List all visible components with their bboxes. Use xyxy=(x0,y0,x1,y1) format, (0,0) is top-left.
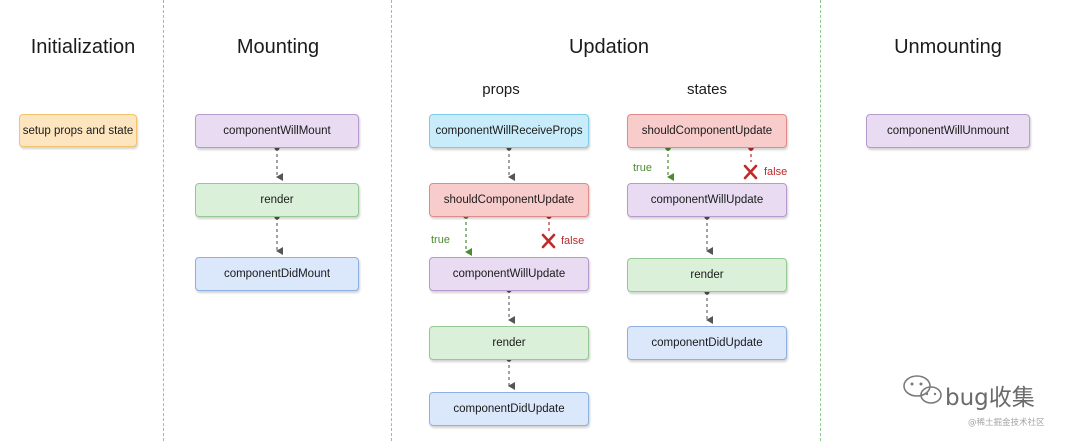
node-component-will-receive-props: componentWillReceiveProps xyxy=(429,114,589,148)
node-component-did-mount: componentDidMount xyxy=(195,257,359,291)
divider-line xyxy=(391,0,392,441)
phase-title-unmounting: Unmounting xyxy=(894,36,1002,58)
chat-icon xyxy=(903,375,942,404)
false-label: false xyxy=(561,235,585,247)
node-props-component-will-update: componentWillUpdate xyxy=(429,257,589,291)
node-states-component-did-update: componentDidUpdate xyxy=(627,326,787,360)
node-props-render: render xyxy=(429,326,589,360)
node-states-render: render xyxy=(627,258,787,292)
node-props-should-component-update: shouldComponentUpdate xyxy=(429,183,589,217)
node-component-will-mount: componentWillMount xyxy=(195,114,359,148)
phase-title-initialization: Initialization xyxy=(30,36,136,58)
true-label: true xyxy=(431,234,450,246)
subheader-states: states xyxy=(686,81,728,98)
divider-line xyxy=(163,0,164,441)
node-states-should-component-update: shouldComponentUpdate xyxy=(627,114,787,148)
phase-title-updation: Updation xyxy=(568,36,650,58)
node-setup-props-state: setup props and state xyxy=(19,114,137,147)
node-props-component-did-update: componentDidUpdate xyxy=(429,392,589,426)
watermark-source: @稀土掘金技术社区 xyxy=(968,418,1045,428)
node-states-component-will-update: componentWillUpdate xyxy=(627,183,787,217)
watermark-title: bug收集 xyxy=(945,385,1035,411)
phase-title-mounting: Mounting xyxy=(236,36,320,58)
divider-line xyxy=(820,0,821,441)
subheader-props: props xyxy=(482,81,520,98)
false-label: false xyxy=(764,166,788,178)
node-mount-render: render xyxy=(195,183,359,217)
true-label: true xyxy=(633,162,652,174)
node-component-will-unmount: componentWillUnmount xyxy=(866,114,1030,148)
